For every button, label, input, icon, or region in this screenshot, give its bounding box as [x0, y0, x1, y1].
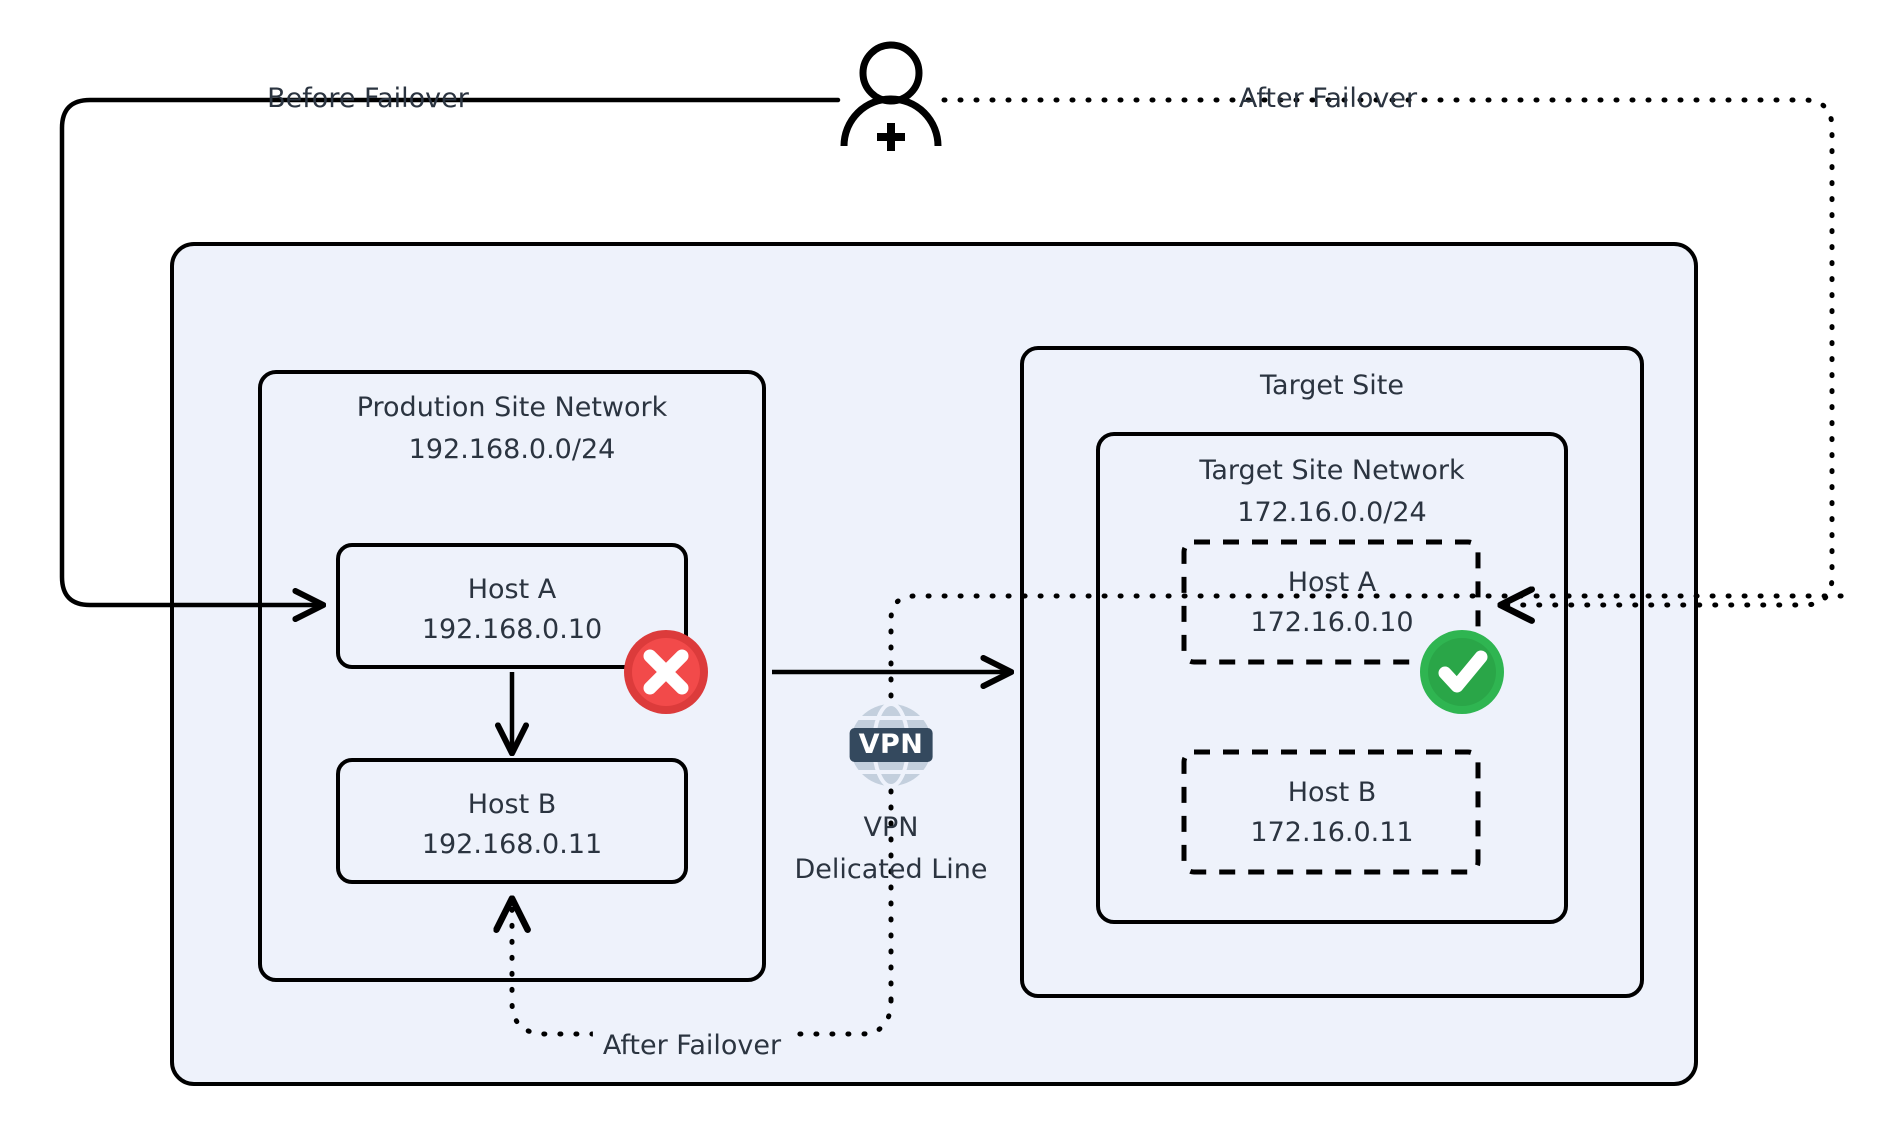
- target-host-a-box[interactable]: [1181, 539, 1481, 665]
- before-failover-path: [59, 97, 841, 605]
- production-host-a-box[interactable]: [336, 543, 688, 669]
- user-add-icon: [840, 41, 942, 151]
- check-circle-icon: [1420, 630, 1504, 714]
- vpn-badge: VPN: [849, 728, 933, 762]
- target-host-b-box[interactable]: [1181, 749, 1481, 875]
- production-host-b-box[interactable]: [336, 758, 688, 884]
- vpn-tunnel-dotted-path: [888, 593, 1853, 1003]
- after-failover-bottom-path: [512, 900, 894, 1037]
- cross-circle-icon: [624, 630, 708, 714]
